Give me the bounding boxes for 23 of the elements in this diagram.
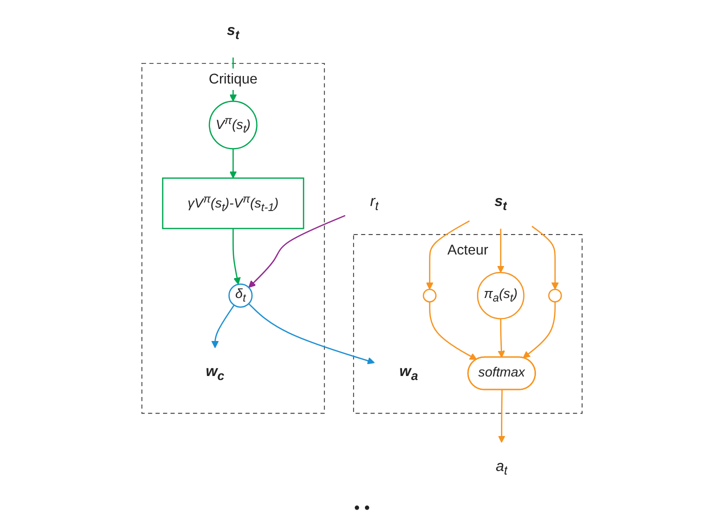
arrow (229, 148, 237, 178)
node-circle (548, 288, 562, 302)
node-text: w$_{a}$ (399, 362, 418, 384)
node-text: r$_{t}$ (370, 192, 379, 214)
node-text: w$_{c}$ (206, 362, 224, 384)
node-text: a$_{t}$ (496, 457, 508, 478)
node-box: γV$^{π}$(s$_{t}$)-V$^{π}$(s$_{t-1}$) (162, 178, 304, 230)
arrow (248, 214, 346, 288)
arrow (497, 228, 504, 273)
arrow (498, 390, 506, 443)
arrow (532, 226, 559, 290)
arrow (426, 220, 470, 290)
node-circle: V$^{π}$(s$_{t}$) (208, 100, 258, 150)
node-circle: δ$_{t}$ (228, 283, 253, 308)
arrow (248, 303, 375, 364)
arrow (429, 302, 477, 360)
node-circle (422, 288, 437, 302)
arrow (522, 302, 556, 358)
arrow (211, 304, 235, 348)
arrow (232, 228, 241, 285)
arrow (498, 318, 506, 358)
node-circle: π$_{a}$(s$_{t}$) (476, 272, 524, 320)
ellipsis-dots: • • (354, 500, 370, 517)
